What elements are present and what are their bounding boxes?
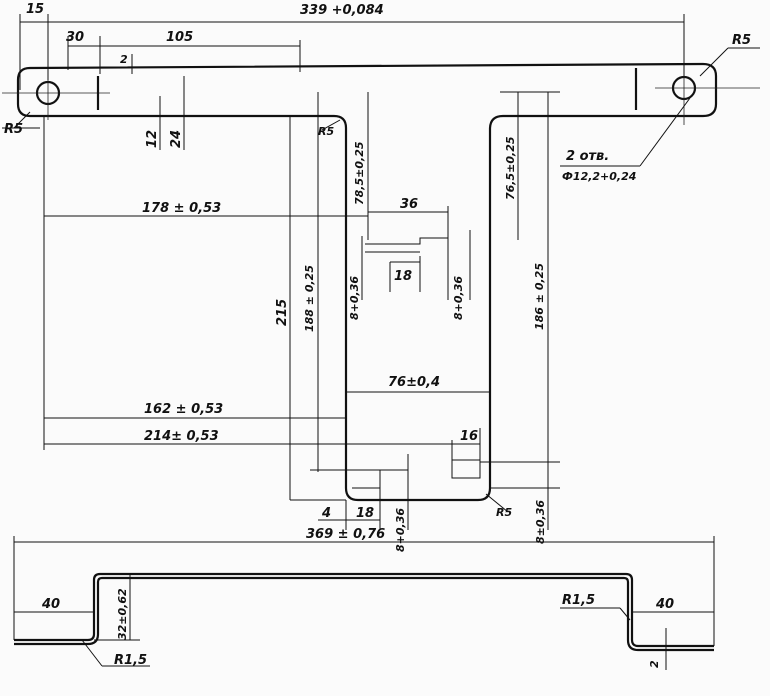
dim-76-5: 76,5±0,25	[504, 136, 517, 200]
radius-r5-left: R5	[4, 122, 23, 137]
radius-r1-5-right: R1,5	[562, 593, 595, 608]
dim-4: 4	[321, 506, 331, 521]
side-view: 369 ± 0,76 40 32±0,62 R1,5 R1,5 40 2	[13, 527, 715, 670]
dim-8-bottom: 8+0,36	[394, 508, 407, 552]
dim-24: 24	[169, 130, 184, 148]
dim-186: 186 ± 0,25	[533, 263, 546, 330]
dim-178: 178 ± 0,53	[142, 201, 221, 216]
dim-76: 76±0,4	[388, 375, 440, 390]
notch-bottom-left	[352, 469, 381, 489]
dim-32: 32±0,62	[116, 588, 129, 640]
holes-diameter-note: Ф12,2+0,24	[562, 170, 636, 183]
dim-8-bottom-right: 8±0,36	[534, 500, 547, 544]
dim-369: 369 ± 0,76	[306, 527, 385, 542]
side-profile-inner	[14, 576, 714, 652]
side-profile-outer	[14, 572, 714, 648]
dim-214: 214± 0,53	[144, 429, 219, 444]
dim-78-5: 78,5±0,25	[353, 141, 366, 205]
dim-105: 105	[166, 30, 193, 45]
dim-30: 30	[66, 30, 84, 45]
dim-215: 215	[275, 299, 290, 326]
dim-2-side: 2	[648, 660, 661, 668]
dim-15: 15	[26, 2, 44, 17]
dim-40-left: 40	[41, 597, 60, 612]
radius-r5-right: R5	[732, 33, 751, 48]
dim-188: 188 ± 0,25	[303, 265, 316, 332]
dim-8-right: 8+0,36	[452, 276, 465, 320]
dim-18-mid: 18	[394, 269, 412, 284]
dim-36: 36	[400, 197, 418, 212]
bracket-outline	[16, 62, 718, 502]
radius-r1-5-left: R1,5	[114, 653, 147, 668]
dim-18-bottom: 18	[356, 506, 374, 521]
top-view-dimensions	[2, 14, 760, 530]
notch-mid	[365, 237, 449, 245]
dim-12: 12	[145, 130, 160, 148]
notch-bottom-right	[451, 459, 481, 479]
dim-8-left: 8+0,36	[348, 276, 361, 320]
dim-2-top: 2	[120, 53, 128, 66]
top-view-outline	[2, 45, 760, 502]
top-view-labels: 15 339 +0,084 30 105 2 R5 R5 12 24 R5 78…	[4, 2, 751, 552]
radius-r5-bottom: R5	[496, 506, 512, 519]
dim-16: 16	[460, 429, 478, 444]
radius-r5-inner: R5	[318, 125, 334, 138]
dim-339: 339 +0,084	[300, 3, 384, 18]
holes-count-note: 2 отв.	[566, 149, 609, 164]
dim-40-right: 40	[655, 597, 674, 612]
dim-162: 162 ± 0,53	[144, 402, 223, 417]
